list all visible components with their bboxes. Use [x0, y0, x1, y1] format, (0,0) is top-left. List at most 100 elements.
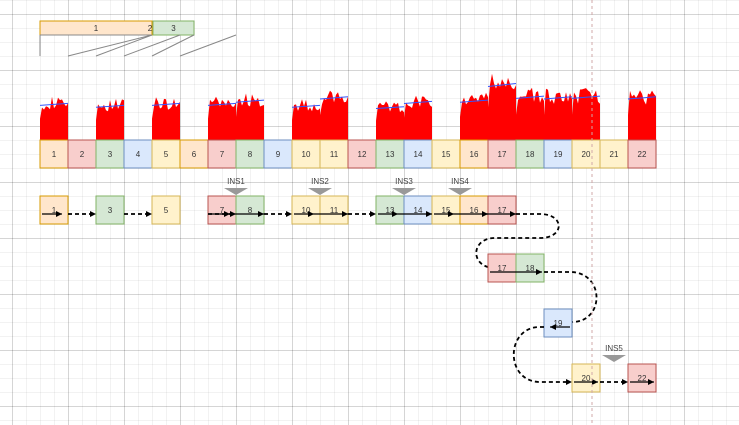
- waveform-trend-14: [403, 100, 433, 104]
- seq-row1-box-7-label: 7: [220, 206, 225, 215]
- seq-row4-box-22-box: [627, 363, 657, 393]
- header-fan-line-1: [67, 34, 153, 57]
- cell-4-label: 4: [136, 150, 141, 159]
- cell-4-box: [123, 139, 153, 169]
- waveform-trend-3: [95, 104, 125, 108]
- insert-marker-5: INS5: [602, 344, 626, 362]
- insert-label-1: INS1: [227, 177, 245, 186]
- waveform-bar-5: [152, 97, 180, 140]
- row1-gap-connector-head-1: [90, 211, 96, 217]
- insert-label-5: INS5: [605, 344, 623, 353]
- cell-21: 21: [599, 139, 629, 169]
- header-fan-line-2: [95, 34, 153, 57]
- cell-15: 15: [431, 139, 461, 169]
- row1-inner-arrow-10-head: [448, 211, 454, 217]
- header-fan-line-3: [123, 34, 181, 57]
- seq-row1-box-15-label: 15: [442, 206, 451, 215]
- insert-arrow-1: [224, 188, 248, 195]
- cell-2: 2: [67, 139, 97, 169]
- seq-row4-box-22-label: 22: [638, 374, 647, 383]
- waveform-trend-7: [207, 102, 237, 106]
- cell-9-box: [263, 139, 293, 169]
- seq-row3-box-19: 19: [543, 308, 573, 338]
- cell-18-box: [515, 139, 545, 169]
- cell-7: 7: [207, 139, 237, 169]
- header-box-3-label: 3: [171, 24, 176, 33]
- cell-22-label: 22: [638, 150, 647, 159]
- waveform-bar-18: [516, 87, 544, 140]
- cell-16-label: 16: [470, 150, 479, 159]
- cell-1-box: [39, 139, 69, 169]
- cell-10: 10: [291, 139, 321, 169]
- seq-row1-box-1-label: 1: [52, 206, 57, 215]
- cell-20: 20: [571, 139, 601, 169]
- row4-inner-arrow-2-head: [648, 379, 654, 385]
- insert-marker-2: INS2: [308, 177, 332, 195]
- header-fan-line-5: [179, 34, 237, 57]
- waveform-bar-13: [376, 101, 404, 140]
- seq-row4-box-20: 20: [571, 363, 601, 393]
- seq-row2-box-17-label: 17: [498, 264, 507, 273]
- cell-10-label: 10: [302, 150, 311, 159]
- waveform-trend-16: [459, 99, 489, 103]
- insert-label-2: INS2: [311, 177, 329, 186]
- cell-15-label: 15: [442, 150, 451, 159]
- cell-13-label: 13: [386, 150, 395, 159]
- cell-18: 18: [515, 139, 545, 169]
- seq-row3-box-19-label: 19: [554, 319, 563, 328]
- seq-row1-box-11: 11: [319, 195, 349, 225]
- row1-inner-arrow-1-head: [56, 211, 62, 217]
- cell-18-label: 18: [526, 150, 535, 159]
- cell-4: 4: [123, 139, 153, 169]
- seq-row1-box-15: 15: [431, 195, 461, 225]
- seq-row1-box-14: 14: [403, 195, 433, 225]
- seq-row1-box-3-label: 3: [108, 206, 113, 215]
- seq-row1-box-7-box: [207, 195, 237, 225]
- cell-22-box: [627, 139, 657, 169]
- seq-row1-box-13-box: [375, 195, 405, 225]
- cell-19-box: [543, 139, 573, 169]
- insert-arrow-5: [602, 355, 626, 362]
- waveform-bar-17: [488, 73, 516, 140]
- cell-10-box: [291, 139, 321, 169]
- insert-label-4: INS4: [451, 177, 469, 186]
- seq-row1-box-3-box: [95, 195, 125, 225]
- insert-arrow-3: [392, 188, 416, 195]
- seq-row4-box-20-box: [571, 363, 601, 393]
- row1-link-arrow-5-head: [510, 211, 516, 217]
- cell-11-label: 11: [330, 150, 339, 159]
- header-fan-line-4: [151, 34, 195, 57]
- waveform-bar-8: [236, 93, 264, 140]
- seq-row2-box-18-label: 18: [526, 264, 535, 273]
- waveform-bar-14: [404, 95, 432, 140]
- cell-16: 16: [459, 139, 489, 169]
- seq-row1-box-8-label: 8: [248, 206, 253, 215]
- seq-row1-box-17-box: [487, 195, 517, 225]
- seq-row1-box-13-label: 13: [386, 206, 395, 215]
- cell-8-label: 8: [248, 150, 253, 159]
- cell-20-box: [571, 139, 601, 169]
- insert-label-3: INS3: [395, 177, 413, 186]
- seq-row1-box-8: 8: [235, 195, 265, 225]
- cell-17: 17: [487, 139, 517, 169]
- waveform-bar-11: [320, 90, 348, 140]
- cell-3-label: 3: [108, 150, 113, 159]
- snake-connector-1: [475, 213, 560, 269]
- cell-6: 6: [179, 139, 209, 169]
- cell-13: 13: [375, 139, 405, 169]
- row1-gap-connector-head-4: [286, 211, 292, 217]
- waveform-trend-18: [515, 95, 545, 99]
- seq-row1-box-3: 3: [95, 195, 125, 225]
- insert-marker-1: INS1: [224, 177, 248, 195]
- seq-row3-box-19-box: [543, 308, 573, 338]
- seq-row1-box-8-box: [235, 195, 265, 225]
- seq-row2-box-18-box: [515, 253, 545, 283]
- cell-12: 12: [347, 139, 377, 169]
- cell-2-label: 2: [80, 150, 85, 159]
- seq-row1-box-5: 5: [151, 195, 181, 225]
- row2-inner-arrow-head: [536, 269, 542, 275]
- waveform-bar-16: [460, 92, 488, 140]
- seq-row1-box-5-box: [151, 195, 181, 225]
- waveform-trend-13: [375, 106, 405, 109]
- waveform-bar-22: [628, 90, 656, 140]
